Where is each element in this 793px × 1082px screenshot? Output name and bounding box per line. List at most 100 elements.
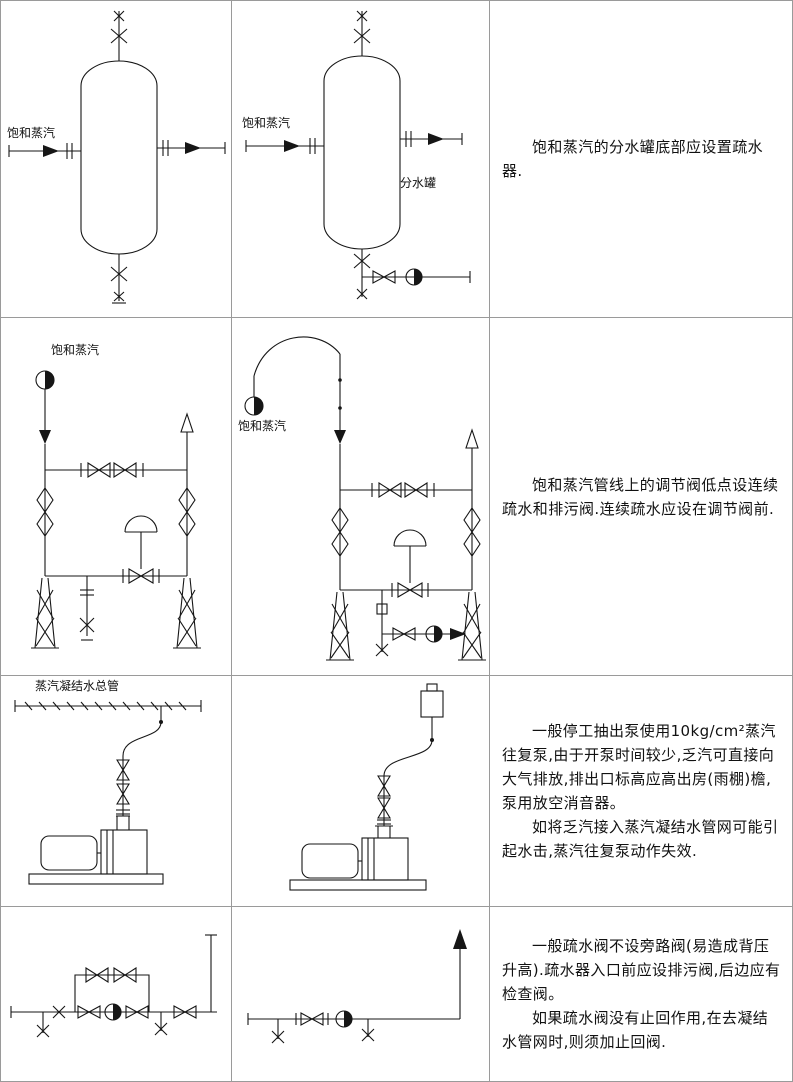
gate-valve-icon — [392, 627, 416, 641]
steam-outlet-pipe — [400, 131, 463, 147]
pump-discharge-pipe — [116, 706, 163, 816]
blowdown-drain — [271, 1019, 285, 1044]
separator-vessel-diagram: 饱和蒸汽 — [7, 10, 226, 304]
vent-valve-icon — [353, 10, 371, 56]
gate-valve-icon — [85, 966, 109, 984]
gate-valve-icon — [173, 1005, 197, 1019]
isolation-valves-right-icon — [463, 507, 481, 557]
outlet-riser — [205, 934, 217, 1012]
outlet-riser — [465, 428, 479, 590]
note-paragraph: 饱和蒸汽管线上的调节阀低点设连续疏水和排污阀.连续疏水应设在调节阀前. — [502, 475, 779, 518]
steam-trap-icon — [425, 625, 443, 643]
pump — [289, 825, 427, 891]
r2-diagram-control-valve-with-drain: 饱和蒸汽 — [232, 318, 489, 675]
steam-trap-icon — [104, 1003, 122, 1021]
gate-valve-icon — [113, 966, 137, 984]
vessel — [323, 55, 401, 250]
isolation-valves-left-icon — [36, 487, 54, 537]
note-paragraph: 如果疏水阀没有止回作用,在去凝结水管网时,则须加止回阀. — [502, 1009, 769, 1051]
gate-valve-icon — [87, 461, 111, 479]
r3-diagram-pump-with-vent-silencer — [232, 676, 489, 906]
r4-diagram-trap-with-bypass — [1, 907, 231, 1081]
gate-valve-icon — [404, 481, 428, 499]
pump — [28, 815, 164, 885]
gate-valve-icon — [77, 1005, 101, 1019]
bypass-line — [45, 461, 187, 479]
label-saturated-steam: 饱和蒸汽 — [238, 418, 286, 433]
r1-diagram-separator-with-trap: 饱和蒸汽 分水罐 — [232, 1, 489, 317]
r1-note: 饱和蒸汽的分水罐底部应设置疏水器. — [490, 1, 792, 317]
continuous-drain-line — [375, 590, 466, 657]
steam-outlet-pipe — [157, 140, 226, 156]
pump-baseplate — [289, 879, 427, 891]
control-valve-icon — [122, 515, 160, 584]
outlet-riser — [453, 929, 467, 1019]
check-drain — [154, 1012, 168, 1036]
gate-valve-icon — [113, 461, 137, 479]
label-saturated-steam: 饱和蒸汽 — [7, 125, 55, 140]
vent-valve-icon — [110, 10, 128, 61]
pipe-support-right — [173, 577, 201, 649]
r4-note: 一般疏水阀不设旁路阀(易造成背压升高).疏水器入口前应设排污阀,后边应有检查阀。… — [490, 907, 792, 1081]
steam-trap-icon — [244, 396, 264, 416]
vessel — [80, 60, 158, 255]
pipe-support-right — [458, 591, 486, 661]
inlet-riser — [39, 389, 51, 576]
pump-discharge-pipe — [377, 717, 434, 826]
bottom-trap-line — [353, 249, 471, 300]
r3-note: 一般停工抽出泵使用10kg/cm²蒸汽往复泵,由于开泵时间较少,乏汽可直接向大气… — [490, 676, 792, 906]
r2-note: 饱和蒸汽管线上的调节阀低点设连续疏水和排污阀.连续疏水应设在调节阀前. — [490, 318, 792, 675]
pump-condensate-header-diagram: 蒸汽凝结水总管 — [14, 678, 202, 885]
check-drain — [361, 1019, 375, 1042]
vent-silencer-icon — [420, 683, 444, 718]
isolation-valves-left-icon — [331, 507, 349, 557]
gate-valve-icon — [377, 797, 391, 819]
note-paragraph: 饱和蒸汽的分水罐底部应设置疏水器. — [502, 138, 764, 180]
note-paragraph: 一般停工抽出泵使用10kg/cm²蒸汽往复泵,由于开泵时间较少,乏汽可直接向大气… — [502, 722, 776, 812]
control-valve-station-diagram: 饱和蒸汽 — [31, 342, 201, 649]
bottom-drain-valve-icon — [110, 254, 128, 304]
pump-vent-silencer-diagram — [289, 683, 444, 891]
label-condensate-header: 蒸汽凝结水总管 — [35, 678, 119, 693]
gate-valve-icon — [378, 481, 402, 499]
pump-baseplate — [28, 873, 164, 885]
isolation-valves-right-icon — [178, 487, 196, 537]
gate-valve-icon — [377, 775, 391, 797]
note-paragraph: 如将乏汽接入蒸汽凝结水管网可能引起水击,蒸汽往复泵动作失效. — [502, 818, 779, 860]
gate-valve-icon — [52, 1005, 66, 1019]
control-valve-station-with-drain-diagram: 饱和蒸汽 — [238, 336, 486, 661]
main-line — [247, 1013, 460, 1025]
pipe-support-left — [326, 591, 354, 661]
outlet-riser — [180, 412, 194, 576]
steam-trap-no-bypass-diagram — [247, 929, 467, 1044]
note-paragraph: 一般疏水阀不设旁路阀(易造成背压升高).疏水器入口前应设排污阀,后边应有检查阀。 — [502, 937, 781, 1003]
r1-diagram-separator-no-trap: 饱和蒸汽 — [1, 1, 231, 317]
condensate-header-line — [14, 700, 202, 712]
r2-diagram-control-valve-no-drain: 饱和蒸汽 — [1, 318, 231, 675]
r4-diagram-trap-no-bypass — [232, 907, 489, 1081]
control-valve-icon — [391, 529, 429, 598]
bypass-line — [340, 481, 472, 499]
gate-valve-icon — [125, 1005, 149, 1019]
gate-valve-icon — [372, 270, 396, 284]
gate-valve-icon — [295, 1012, 329, 1026]
steam-trap-bypass-diagram — [10, 934, 217, 1038]
gate-valve-icon — [116, 759, 130, 781]
steam-inlet-pipe — [245, 138, 324, 154]
label-water-separator-tank: 分水罐 — [400, 176, 436, 190]
separator-vessel-with-trap-diagram: 饱和蒸汽 分水罐 — [242, 10, 471, 300]
label-saturated-steam: 饱和蒸汽 — [51, 342, 99, 357]
blowdown-drain — [36, 1012, 50, 1038]
pipe-support-left — [31, 577, 59, 649]
bypass-line — [74, 966, 150, 1012]
label-saturated-steam: 饱和蒸汽 — [242, 115, 290, 130]
r3-diagram-pump-to-condensate-header: 蒸汽凝结水总管 — [1, 676, 231, 906]
steam-trap-icon — [405, 268, 423, 286]
gooseneck-pipe — [253, 336, 346, 590]
steam-inlet-pipe — [8, 143, 81, 159]
steam-trap-icon — [335, 1010, 353, 1028]
steam-trap-icon — [35, 370, 55, 390]
gate-valve-icon — [116, 783, 130, 805]
